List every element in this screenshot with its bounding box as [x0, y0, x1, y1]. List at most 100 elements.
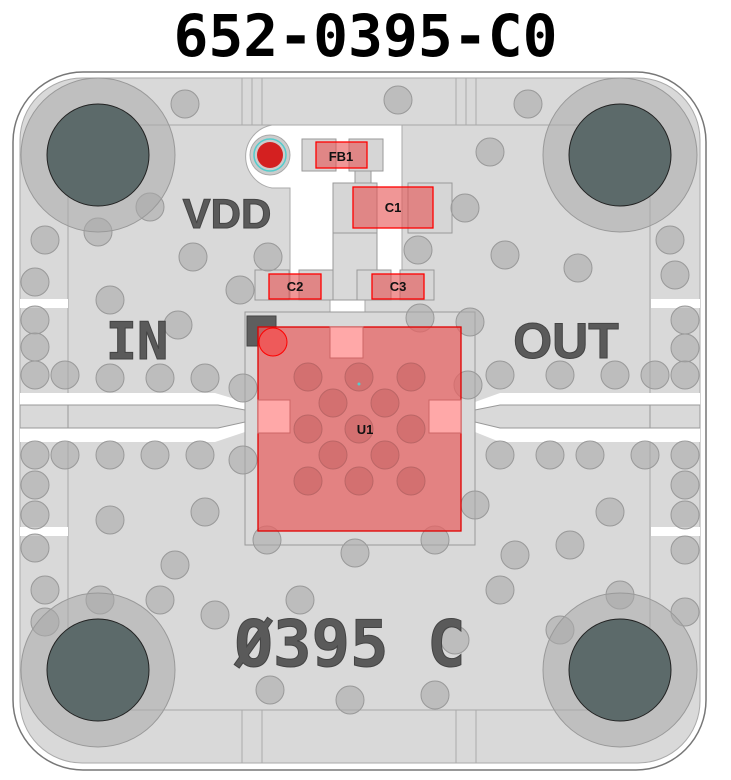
- via: [535, 440, 565, 470]
- mounting-holes: [20, 77, 698, 748]
- via: [403, 235, 433, 265]
- via: [500, 540, 530, 570]
- via: [30, 575, 60, 605]
- u1-pads: [257, 326, 462, 434]
- c1-body[interactable]: [352, 186, 434, 229]
- thermal-via: [318, 388, 348, 418]
- via: [163, 310, 193, 340]
- via: [178, 242, 208, 272]
- thermal-via: [344, 362, 374, 392]
- c3-body[interactable]: [371, 273, 425, 300]
- via: [485, 440, 515, 470]
- label-c2: C2: [287, 279, 304, 294]
- via: [95, 505, 125, 535]
- via: [640, 360, 670, 390]
- via: [555, 530, 585, 560]
- via: [545, 360, 575, 390]
- thermal-via: [293, 414, 323, 444]
- via: [670, 535, 700, 565]
- silk-out: OUT: [513, 313, 619, 369]
- via: [190, 497, 220, 527]
- via: [140, 440, 170, 470]
- via: [450, 193, 480, 223]
- thermal-via: [293, 362, 323, 392]
- thermal-via: [344, 466, 374, 496]
- via: [670, 470, 700, 500]
- c2-body[interactable]: [268, 273, 322, 300]
- via: [460, 490, 490, 520]
- via: [20, 267, 50, 297]
- via: [285, 585, 315, 615]
- via: [20, 533, 50, 563]
- via: [185, 440, 215, 470]
- thermal-via: [293, 466, 323, 496]
- via: [595, 497, 625, 527]
- via: [563, 253, 593, 283]
- edge-strips: [241, 78, 477, 763]
- thermal-via: [344, 414, 374, 444]
- thermal-via: [370, 440, 400, 470]
- via: [255, 675, 285, 705]
- via: [228, 373, 258, 403]
- via: [600, 360, 630, 390]
- via: [20, 305, 50, 335]
- mounting-hole: [46, 618, 150, 722]
- via: [20, 440, 50, 470]
- via: [655, 225, 685, 255]
- thermal-via: [370, 388, 400, 418]
- mounting-hole: [568, 618, 672, 722]
- via: [145, 585, 175, 615]
- via-field: [20, 85, 700, 715]
- via: [475, 137, 505, 167]
- via: [670, 333, 700, 363]
- via: [670, 305, 700, 335]
- via: [50, 440, 80, 470]
- thermal-via: [396, 466, 426, 496]
- via: [95, 440, 125, 470]
- via: [513, 89, 543, 119]
- rf-input-trace: [19, 404, 259, 429]
- via: [420, 680, 450, 710]
- label-c1: C1: [385, 200, 402, 215]
- pin1-dot: [258, 327, 288, 357]
- label-fb1: FB1: [329, 149, 354, 164]
- via: [50, 360, 80, 390]
- mounting-hole: [568, 103, 672, 207]
- via: [225, 275, 255, 305]
- via: [485, 575, 515, 605]
- via: [200, 600, 230, 630]
- via: [190, 363, 220, 393]
- silk-in: IN: [106, 312, 169, 372]
- mounting-hole: [46, 103, 150, 207]
- silk-part-marking: Ø395 C: [233, 608, 465, 682]
- label-u1: U1: [357, 422, 374, 437]
- via: [455, 307, 485, 337]
- via: [20, 470, 50, 500]
- via: [20, 500, 50, 530]
- u1-body[interactable]: [257, 326, 462, 532]
- via: [95, 285, 125, 315]
- via: [340, 538, 370, 568]
- via: [440, 625, 470, 655]
- via: [670, 360, 700, 390]
- via: [630, 440, 660, 470]
- via: [30, 225, 60, 255]
- vdd-pad-annulus: [253, 138, 287, 172]
- thermal-via: [396, 362, 426, 392]
- board-title: 652-0395-C0: [173, 2, 558, 70]
- thermal-via: [318, 440, 348, 470]
- via: [160, 550, 190, 580]
- via: [20, 332, 50, 362]
- via: [485, 360, 515, 390]
- via: [20, 360, 50, 390]
- via: [660, 260, 690, 290]
- via: [575, 440, 605, 470]
- via: [253, 242, 283, 272]
- via: [670, 500, 700, 530]
- via: [145, 363, 175, 393]
- fb1-body[interactable]: [315, 141, 368, 169]
- u1-thermal-vias: [293, 362, 426, 496]
- vdd-test-point[interactable]: [257, 142, 283, 168]
- via: [228, 445, 258, 475]
